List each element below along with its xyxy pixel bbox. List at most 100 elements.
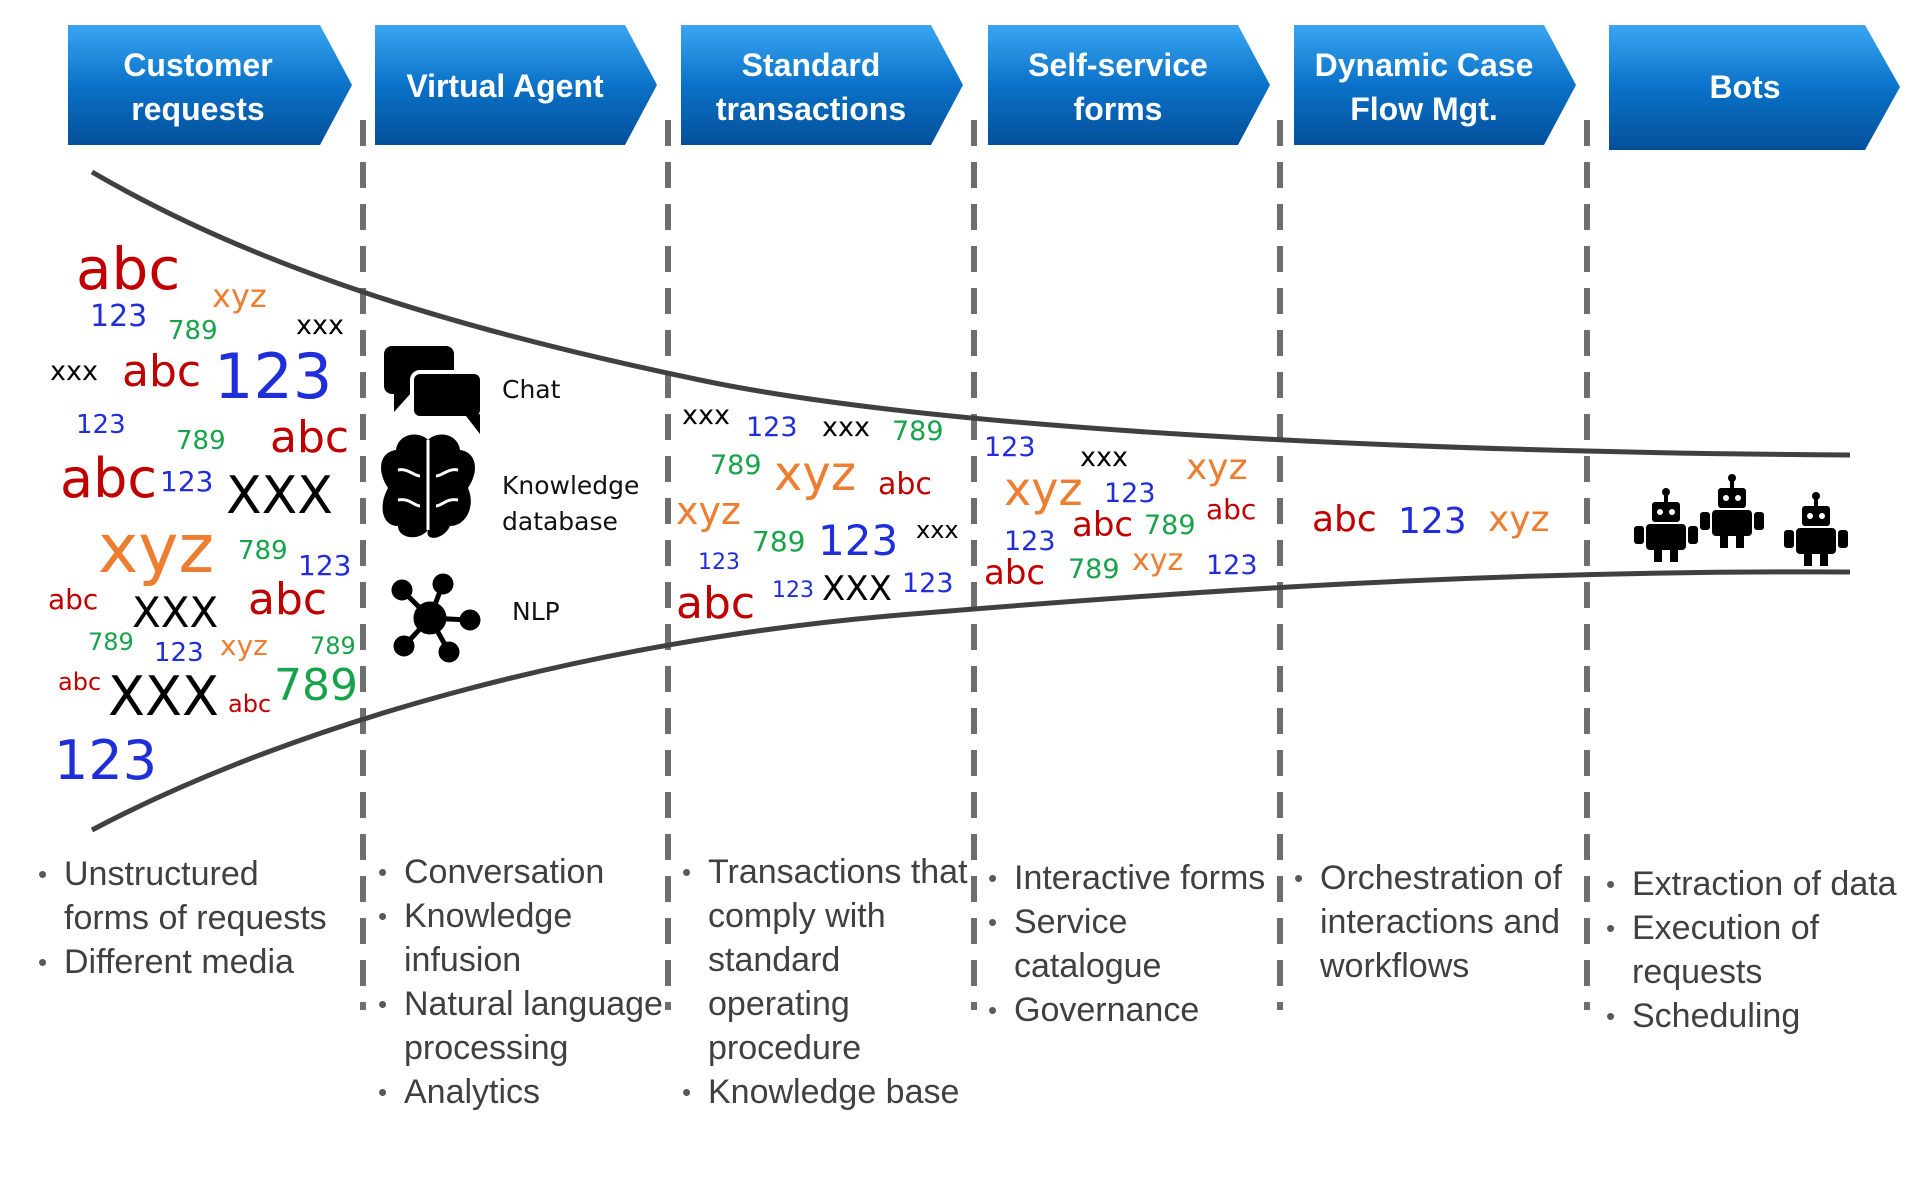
token: 123 <box>298 549 352 582</box>
chevron-virtual-agent: Virtual Agent <box>375 25 657 145</box>
bullets-bots: Extraction of data Execution of requests… <box>1604 862 1904 1038</box>
tool-label-nlp: NLP <box>512 597 560 626</box>
svg-text:forms: forms <box>1074 91 1163 127</box>
robot-icon <box>1634 488 1698 562</box>
brain-icon <box>381 434 475 538</box>
token: 123 <box>154 638 204 668</box>
robot-icon <box>1700 474 1764 548</box>
token: 789 <box>752 525 806 558</box>
token: xyz <box>1132 543 1184 578</box>
bullet-item: Service catalogue <box>986 900 1276 988</box>
token: abc <box>48 583 99 616</box>
bullet-item: Scheduling <box>1604 994 1904 1038</box>
bullet-item: Knowledge base <box>680 1070 970 1114</box>
token: 789 <box>1068 554 1120 585</box>
tool-label-chat: Chat <box>502 375 561 404</box>
token: abc <box>676 578 756 629</box>
chat-bubbles-icon <box>384 346 484 434</box>
token: abc <box>984 553 1046 593</box>
funnel-curves <box>90 169 1851 833</box>
bullets-dynamic-case: Orchestration of interactions and workfl… <box>1292 856 1582 988</box>
token: 123 <box>902 568 954 599</box>
bullet-item: Conversation <box>376 850 666 894</box>
token: xyz <box>212 277 267 315</box>
token: XXX <box>226 466 333 526</box>
bullet-item: Interactive forms <box>986 856 1276 900</box>
token: xyz <box>1186 447 1248 488</box>
token: 123 <box>818 516 899 565</box>
svg-text:requests: requests <box>131 91 264 127</box>
token: xxx <box>822 412 870 443</box>
bullet-item: Natural language processing <box>376 982 666 1070</box>
chevron-standard: Standard transactions <box>681 25 963 145</box>
svg-text:Flow Mgt.: Flow Mgt. <box>1350 91 1498 127</box>
svg-text:Self-service: Self-service <box>1028 47 1208 83</box>
token: 123 <box>214 340 333 413</box>
token: 123 <box>1398 501 1467 542</box>
svg-text:Dynamic Case: Dynamic Case <box>1315 47 1534 83</box>
bullet-item: Governance <box>986 988 1276 1032</box>
chevron-customer: Customer requests <box>68 25 352 145</box>
token: xxx <box>296 310 344 341</box>
chevron-self-service: Self-service forms <box>988 25 1270 145</box>
svg-text:Bots: Bots <box>1709 69 1780 105</box>
token: 123 <box>1206 550 1258 581</box>
token: XXX <box>822 569 892 609</box>
token: 789 <box>88 628 134 656</box>
token: XXX <box>108 665 219 728</box>
token: abc <box>248 574 328 625</box>
token: xyz <box>676 489 741 533</box>
token: xxx <box>1080 442 1128 473</box>
token: abc <box>76 235 181 303</box>
token: abc <box>878 467 932 502</box>
token: xyz <box>220 629 268 662</box>
chevron-dynamic-case: Dynamic Case Flow Mgt. <box>1294 25 1576 145</box>
token: 789 <box>892 416 944 447</box>
token: 123 <box>984 432 1036 463</box>
token: 123 <box>746 412 798 443</box>
token: 789 <box>274 660 358 711</box>
bullets-customer: Unstructured forms of requests Different… <box>36 852 336 984</box>
token: xyz <box>1004 462 1083 516</box>
token: xyz <box>98 510 215 589</box>
robot-icon <box>1784 492 1848 566</box>
token: abc <box>1072 505 1134 545</box>
token: 123 <box>1004 526 1056 557</box>
token: 123 <box>698 550 740 575</box>
token: abc <box>1312 499 1377 540</box>
token: abc <box>122 346 202 397</box>
bullet-item: Knowledge infusion <box>376 894 666 982</box>
bullet-item: Orchestration of interactions and workfl… <box>1292 856 1582 988</box>
token: abc <box>228 690 272 718</box>
token: 123 <box>90 299 148 334</box>
tool-label-knowledge-database: Knowledge database <box>502 471 640 537</box>
token: abc <box>1206 493 1257 526</box>
token: 123 <box>1104 478 1156 509</box>
bullets-virtual-agent: Conversation Knowledge infusion Natural … <box>376 850 666 1114</box>
token: abc <box>58 668 102 696</box>
chevron-bots: Bots <box>1609 25 1900 150</box>
token: abc <box>60 447 158 510</box>
token: xyz <box>774 446 857 502</box>
token: 123 <box>76 410 126 440</box>
svg-text:Customer: Customer <box>123 47 272 83</box>
bullet-item: Extraction of data <box>1604 862 1904 906</box>
token: 789 <box>176 426 226 456</box>
token: 123 <box>54 729 158 792</box>
token: xxx <box>682 400 730 431</box>
bullet-item: Different media <box>36 940 336 984</box>
bullets-self-service: Interactive forms Service catalogue Gove… <box>986 856 1276 1032</box>
stage-dividers <box>360 120 1590 1010</box>
token: XXX <box>132 588 219 637</box>
svg-text:Virtual Agent: Virtual Agent <box>406 68 604 104</box>
token: 123 <box>160 465 214 498</box>
bullet-item: Analytics <box>376 1070 666 1114</box>
token: 789 <box>238 536 288 566</box>
token: 789 <box>710 450 762 481</box>
bullet-item: Transactions that comply with standard o… <box>680 850 970 1070</box>
token: 789 <box>1144 510 1196 541</box>
token: xyz <box>1488 499 1550 540</box>
network-icon <box>391 573 481 663</box>
